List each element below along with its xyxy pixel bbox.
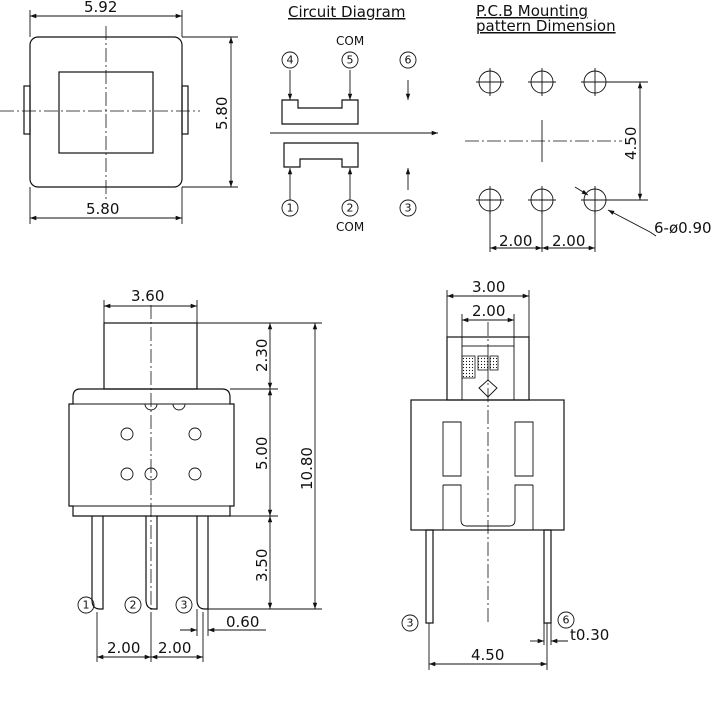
- side-contact-dots: [461, 355, 476, 379]
- front-pin-3: [196, 516, 209, 610]
- front-pin-2-marker: [124, 596, 142, 614]
- front-hole: [188, 427, 202, 441]
- front-plunger: [103, 322, 198, 390]
- dim-front-pitch-1-label: 2.00: [107, 639, 140, 657]
- circuit-pin-1: [281, 199, 299, 217]
- front-body: [68, 388, 235, 517]
- dim-side-thickness-label: t0.30: [570, 626, 609, 644]
- svg-text:2: 2: [347, 202, 354, 215]
- circuit-pin-6: [399, 51, 417, 69]
- circuit-pin-4: [281, 51, 299, 69]
- svg-text:3: 3: [181, 599, 188, 612]
- side-pin-3: [425, 529, 434, 624]
- front-hole: [188, 467, 202, 481]
- svg-text:1: 1: [287, 202, 294, 215]
- pcb-pattern: P.C.B Mounting pattern Dimension 4.50 2.…: [465, 2, 712, 252]
- circuit-com-bottom: COM: [336, 220, 364, 234]
- circuit-pin-2: [341, 199, 359, 217]
- svg-text:4: 4: [287, 54, 294, 67]
- front-hole: [120, 467, 134, 481]
- dim-plunger-height-label: 2.30: [253, 339, 271, 372]
- pcb-hole-callout: 6-ø0.90: [654, 219, 712, 237]
- svg-text:3: 3: [405, 202, 412, 215]
- dim-plunger-width-label: 3.60: [131, 287, 164, 305]
- svg-text:1: 1: [83, 599, 90, 612]
- dim-total-height-label: 10.80: [298, 447, 316, 490]
- dim-pcb-pitch-1-label: 2.00: [499, 232, 532, 250]
- pcb-title-line2: pattern Dimension: [476, 17, 616, 35]
- circuit-upper-contact: [281, 99, 359, 125]
- dim-pcb-row-spacing-label: 4.50: [622, 127, 640, 160]
- side-pin-6: [543, 529, 552, 624]
- circuit-pin-3: [399, 199, 417, 217]
- dim-bottom-width-label: 5.80: [86, 200, 119, 218]
- side-pin-6-marker: [557, 611, 575, 629]
- front-pin-1: [91, 516, 104, 610]
- svg-text:6: 6: [563, 614, 570, 627]
- dim-pin-width-label: 0.60: [226, 613, 259, 631]
- svg-text:6: 6: [405, 54, 412, 67]
- pcb-hole-leader: [607, 209, 651, 233]
- svg-text:3: 3: [407, 617, 414, 630]
- dim-front-pitch-2-label: 2.00: [158, 639, 191, 657]
- front-pin-2: [145, 516, 158, 610]
- front-pin-1-marker: [77, 596, 95, 614]
- dim-side-pin-spacing-label: 4.50: [471, 646, 504, 664]
- top-view-left-tab: [23, 85, 31, 135]
- top-view-right-tab: [181, 85, 189, 135]
- side-pin-3-marker: [401, 614, 419, 632]
- circuit-diagram: Circuit Diagram COM COM 4 5 6 1 2 3: [270, 3, 438, 234]
- dim-top-height-label: 5.80: [213, 97, 231, 130]
- top-view: 5.92 5.80 5.80: [0, 0, 238, 224]
- front-hole: [120, 427, 134, 441]
- side-actuator-tip: [478, 379, 498, 398]
- dim-pin-length-label: 3.50: [253, 549, 271, 582]
- side-view: 3 6 3.00 2.00 4.50 t0.30: [401, 278, 609, 670]
- dim-side-top-width-label: 3.00: [472, 278, 505, 296]
- dim-top-width-label: 5.92: [84, 0, 117, 16]
- front-view: 1 2 3 3.60 2.30 5.00 3.50 10.80 0.60: [68, 287, 322, 662]
- dim-body-height-label: 5.00: [253, 437, 271, 470]
- circuit-com-top: COM: [336, 34, 364, 48]
- circuit-lower-contact: [283, 142, 359, 168]
- dim-pcb-pitch-2-label: 2.00: [552, 232, 585, 250]
- pcb-title-line1: P.C.B Mounting: [476, 2, 588, 20]
- circuit-title: Circuit Diagram: [288, 3, 405, 21]
- side-body: [410, 399, 565, 531]
- circuit-pin-5: [341, 51, 359, 69]
- svg-text:5: 5: [347, 54, 354, 67]
- svg-text:2: 2: [130, 599, 137, 612]
- dim-side-inner-width-label: 2.00: [472, 302, 505, 320]
- front-pin-3-marker: [175, 596, 193, 614]
